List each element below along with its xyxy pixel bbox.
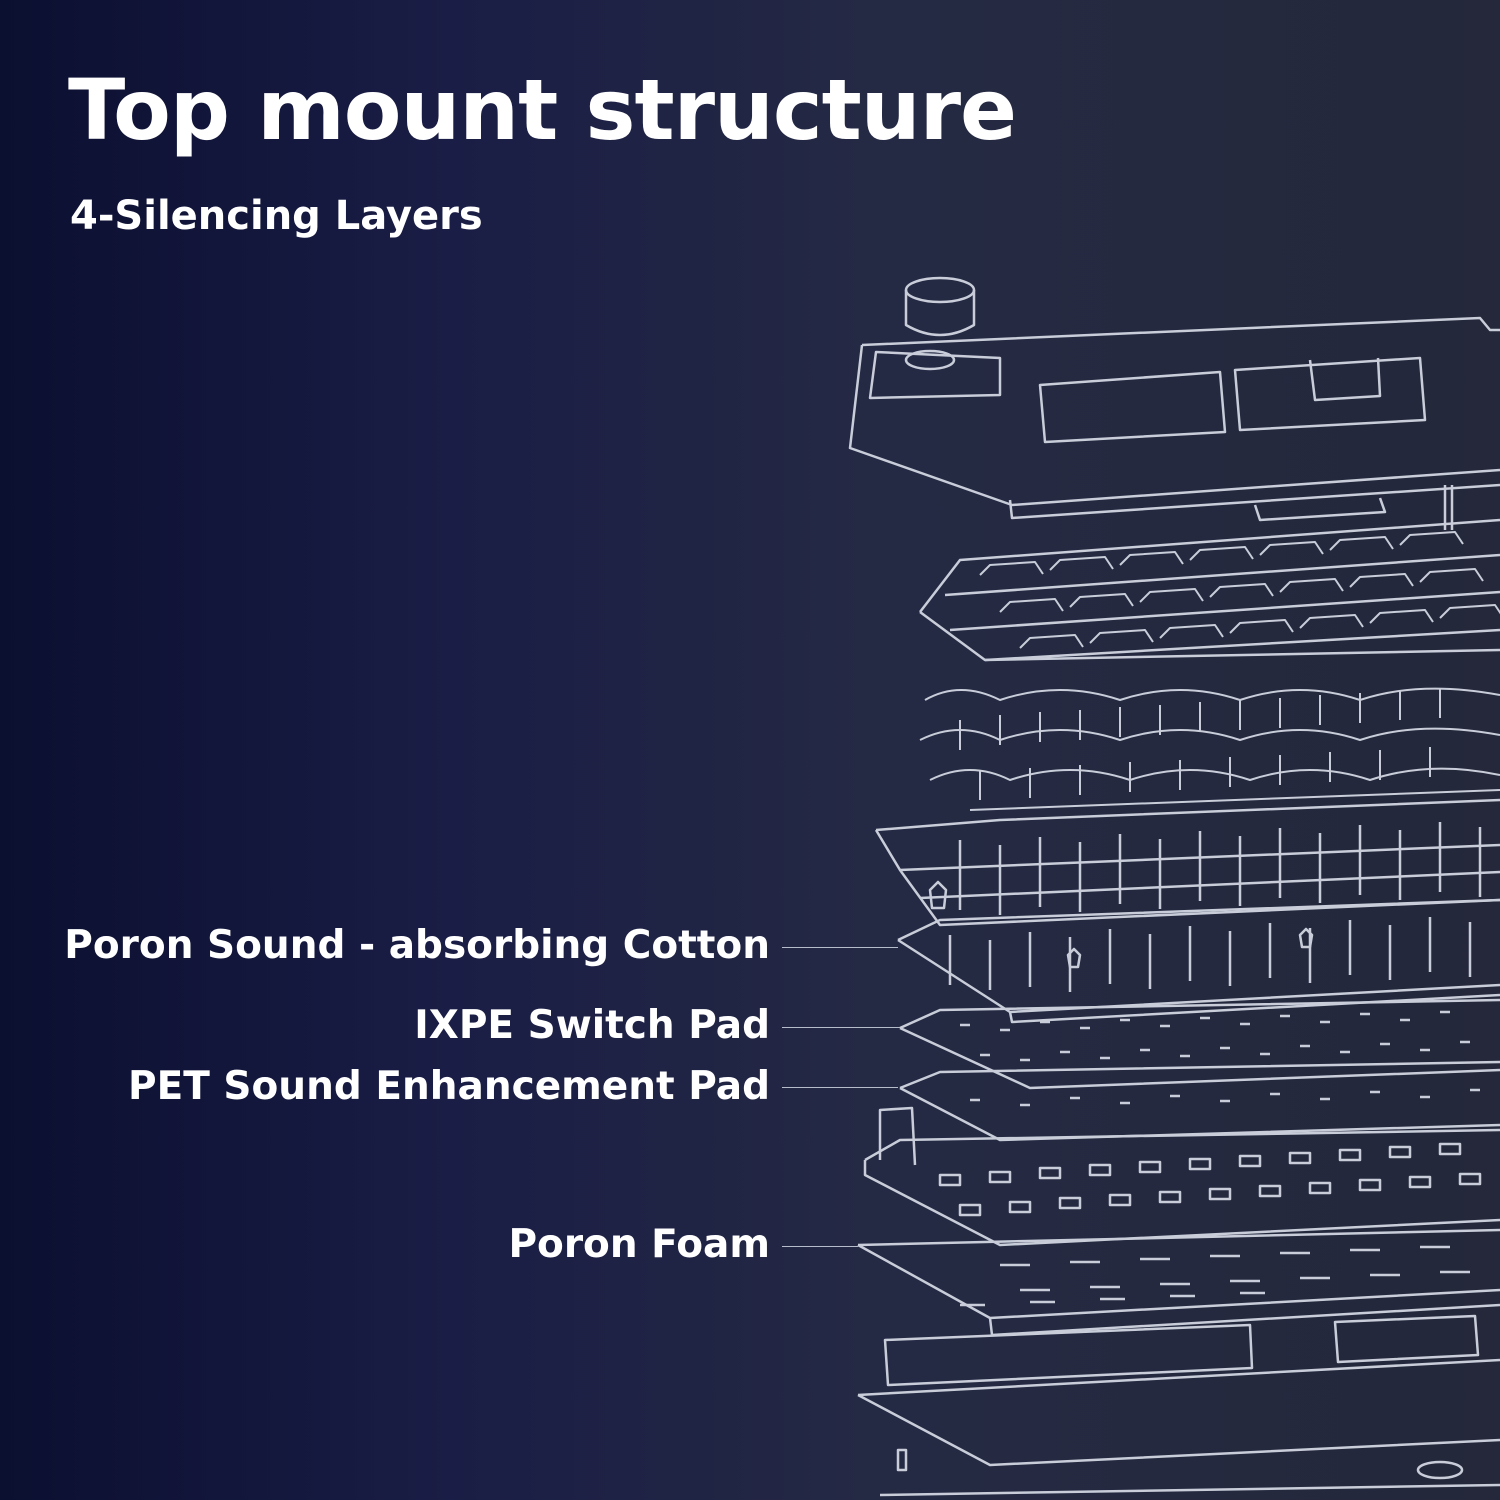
callout-label-poron-foam: Poron Foam xyxy=(508,1222,770,1267)
callout-label-pet-pad: PET Sound Enhancement Pad xyxy=(128,1064,770,1109)
pcb-layer xyxy=(865,1108,1500,1245)
keycaps-layer xyxy=(920,520,1500,660)
bottom-case xyxy=(858,1316,1500,1495)
callout-leader-poron-foam xyxy=(782,1246,858,1247)
page-subtitle: 4-Silencing Layers xyxy=(70,193,483,239)
poron-foam-layer xyxy=(858,1230,1500,1335)
callout-leader-pet-pad xyxy=(782,1087,898,1088)
keycap-grid xyxy=(980,532,1500,648)
callout-leader-ixpe-switch-pad xyxy=(782,1027,900,1028)
poron-cotton-layer xyxy=(898,900,1500,1022)
callout-label-poron-cotton: Poron Sound - absorbing Cotton xyxy=(64,923,770,968)
pet-pad-layer xyxy=(900,1062,1500,1140)
switches-layer xyxy=(920,688,1500,810)
plate-layer xyxy=(876,800,1500,925)
top-case xyxy=(850,318,1500,530)
callout-label-ixpe-switch-pad: IXPE Switch Pad xyxy=(414,1003,770,1048)
ixpe-switch-pad-layer xyxy=(900,1000,1500,1088)
volume-knob-icon xyxy=(906,278,974,369)
callout-leader-poron-cotton xyxy=(782,947,898,948)
page-title: Top mount structure xyxy=(68,61,1017,159)
